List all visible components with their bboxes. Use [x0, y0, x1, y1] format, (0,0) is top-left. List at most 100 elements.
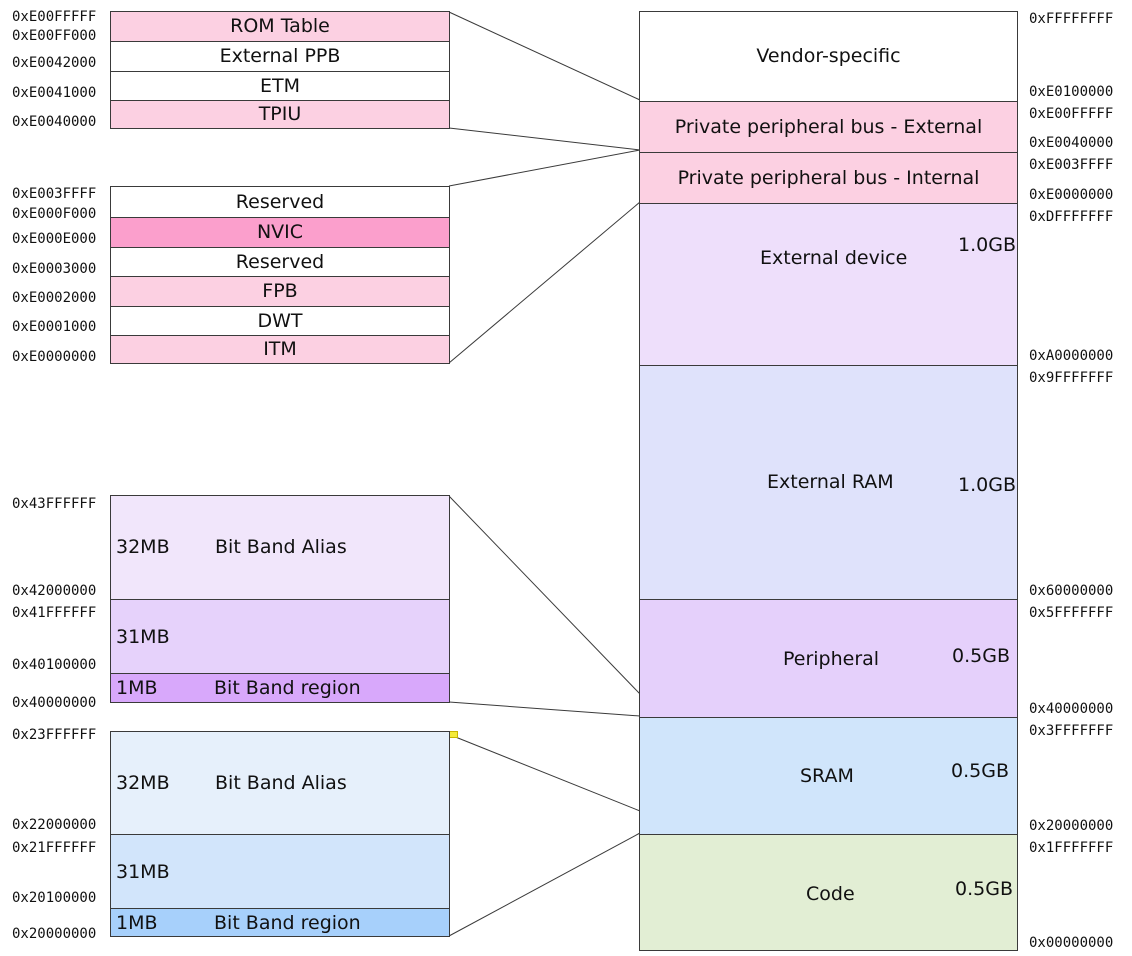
address-label: 0x20100000: [12, 890, 97, 906]
address-label: 0xDFFFFFFF: [1029, 209, 1114, 225]
ppb-external-detail: ROM Table External PPB ETM TPIU: [110, 11, 450, 129]
address-label: 0xE00FFFFF: [1029, 106, 1114, 122]
region-size: 1.0GB: [958, 234, 1016, 256]
cell-label: ETM: [259, 74, 300, 97]
cell-label: Bit Band region: [214, 912, 361, 934]
region-label: External device: [760, 247, 908, 269]
address-label: 0x40000000: [1029, 701, 1114, 717]
bitband-31mb-cell: 31MB: [111, 599, 449, 673]
cell-label: FPB: [262, 280, 298, 302]
connector-periph-top: [448, 495, 641, 695]
region-sram: SRAM 0.5GB: [640, 717, 1017, 834]
region-size: 0.5GB: [952, 645, 1010, 667]
address-label: 0xE0040000: [12, 114, 97, 130]
ppb-internal-detail: Reserved NVIC Reserved FPB DWT ITM: [110, 186, 450, 364]
cell-label: NVIC: [256, 221, 304, 243]
sram-bitband-detail: 32MB Bit Band Alias 31MB 1MB Bit Band re…: [110, 731, 450, 937]
address-label: 0x60000000: [1029, 583, 1114, 599]
bitband-region-cell: 1MB Bit Band region: [111, 673, 449, 702]
address-label: 0xE0100000: [1029, 84, 1114, 100]
address-label: 0xA0000000: [1029, 348, 1114, 364]
address-label: 0x5FFFFFFF: [1029, 605, 1114, 621]
address-label: 0xFFFFFFFF: [1029, 11, 1114, 27]
address-label: 0x22000000: [12, 817, 97, 833]
bitband-31mb-cell: 31MB: [111, 834, 449, 908]
region-external-device: External device 1.0GB: [640, 203, 1017, 365]
bitband-region-cell: 1MB Bit Band region: [111, 908, 449, 936]
cell-size: 1MB: [116, 677, 158, 699]
address-label: 0xE0040000: [1029, 135, 1114, 151]
cell-label: DWT: [257, 309, 303, 332]
ppb-cell-rom-table: ROM Table: [111, 12, 449, 41]
region-label: Vendor-specific: [756, 45, 901, 67]
ppb-cell-nvic: NVIC: [111, 217, 449, 247]
address-label: 0x41FFFFFF: [12, 605, 97, 621]
cell-label: Reserved: [235, 250, 325, 273]
address-label: 0xE003FFFF: [12, 186, 97, 202]
ppb-cell-etm: ETM: [111, 71, 449, 100]
region-code: Code 0.5GB: [640, 834, 1017, 950]
address-label: 0xE0041000: [12, 85, 97, 101]
address-label: 0x42000000: [12, 583, 97, 599]
address-label: 0x3FFFFFFF: [1029, 723, 1114, 739]
ppb-cell-tpiu: TPIU: [111, 100, 449, 128]
address-label: 0x20000000: [1029, 818, 1114, 834]
connector-ppb-ext-bottom: [448, 127, 641, 151]
address-label: 0x20000000: [12, 926, 97, 942]
cell-label: Reserved: [235, 190, 325, 213]
bitband-alias-cell: 32MB Bit Band Alias: [111, 496, 449, 599]
address-label: 0x00000000: [1029, 935, 1114, 951]
cell-size: 31MB: [116, 626, 170, 648]
address-label: 0xE003FFFF: [1029, 157, 1114, 173]
cell-label: Bit Band Alias: [215, 536, 347, 558]
region-label: Private peripheral bus - External: [674, 115, 983, 138]
cell-size: 31MB: [116, 861, 170, 883]
address-label: 0x1FFFFFFF: [1029, 840, 1114, 856]
connector-ppb-ext-top: [448, 11, 641, 101]
address-label: 0xE000F000: [12, 206, 97, 222]
connector-sram-bottom: [448, 832, 641, 937]
cell-size: 32MB: [116, 772, 170, 794]
address-label: 0xE000E000: [12, 231, 97, 247]
cell-label: ROM Table: [230, 15, 330, 37]
region-ppb-internal: Private peripheral bus - Internal: [640, 152, 1017, 203]
ppb-cell-fpb: FPB: [111, 276, 449, 306]
connector-ppb-int-bottom: [448, 201, 641, 364]
ppb-cell-reserved: Reserved: [111, 247, 449, 276]
ppb-cell-external-ppb: External PPB: [111, 41, 449, 71]
cell-label: TPIU: [258, 103, 302, 125]
connector-sram-top: [452, 735, 641, 812]
cell-label: Bit Band Alias: [215, 772, 347, 794]
connector-periph-bottom: [448, 701, 641, 717]
peripheral-bitband-detail: 32MB Bit Band Alias 31MB 1MB Bit Band re…: [110, 495, 450, 703]
region-vendor-specific: Vendor-specific: [640, 12, 1017, 101]
ppb-cell-itm: ITM: [111, 335, 449, 363]
region-label: Code: [806, 883, 855, 905]
address-label: 0xE0002000: [12, 290, 97, 306]
region-size: 0.5GB: [951, 760, 1009, 782]
address-label: 0x43FFFFFF: [12, 496, 97, 512]
cell-label: Bit Band region: [214, 677, 361, 699]
region-peripheral: Peripheral 0.5GB: [640, 599, 1017, 717]
address-label: 0xE0000000: [12, 349, 97, 365]
cell-size: 32MB: [116, 536, 170, 558]
ppb-cell-reserved: Reserved: [111, 187, 449, 217]
address-label: 0x21FFFFFF: [12, 840, 97, 856]
connector-ppb-int-top: [448, 149, 641, 187]
region-label: SRAM: [800, 765, 854, 787]
memory-map: Vendor-specific Private peripheral bus -…: [639, 11, 1018, 951]
bitband-alias-cell: 32MB Bit Band Alias: [111, 732, 449, 834]
address-label: 0xE00FFFFF: [12, 9, 97, 25]
region-external-ram: External RAM 1.0GB: [640, 365, 1017, 599]
cell-label: ITM: [263, 338, 297, 360]
address-label: 0xE0003000: [12, 261, 97, 277]
cell-size: 1MB: [116, 912, 158, 934]
address-label: 0x40100000: [12, 657, 97, 673]
address-label: 0x40000000: [12, 695, 97, 711]
cell-label: External PPB: [219, 45, 341, 67]
region-label: Peripheral: [783, 648, 880, 670]
region-size: 1.0GB: [958, 474, 1016, 496]
address-label: 0xE0042000: [12, 55, 97, 71]
region-ppb-external: Private peripheral bus - External: [640, 101, 1017, 152]
